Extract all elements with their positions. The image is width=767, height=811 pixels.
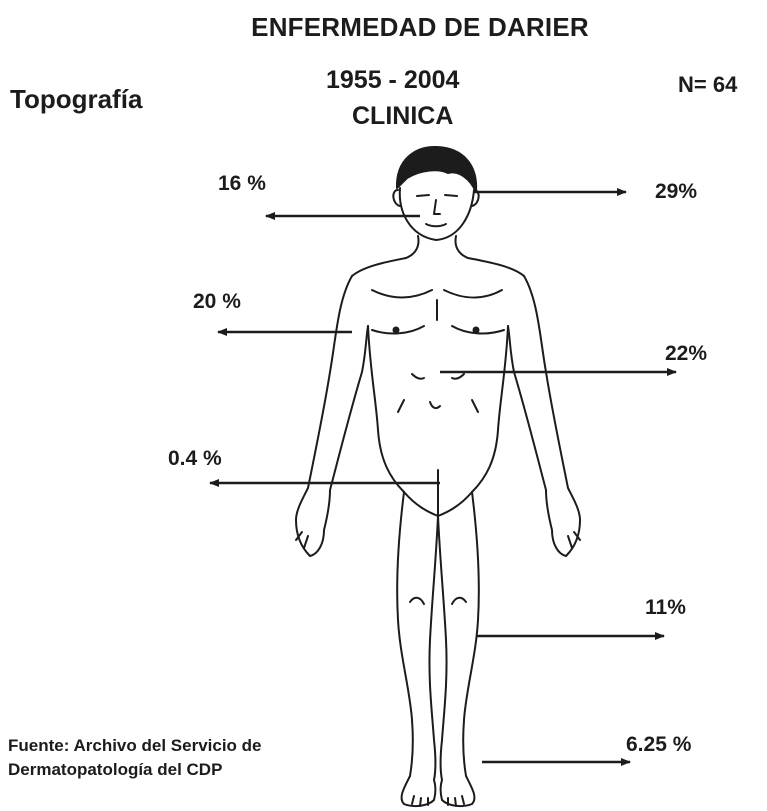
arrows — [210, 192, 676, 762]
left-arm — [296, 276, 368, 556]
left-foot — [402, 776, 436, 806]
shoulders — [352, 258, 406, 276]
left-leg — [397, 492, 413, 776]
hair — [397, 147, 476, 192]
right-leg — [463, 492, 479, 776]
right-foot — [441, 776, 475, 806]
human-figure — [296, 147, 580, 806]
neck — [406, 236, 419, 258]
chest — [372, 290, 432, 298]
right-arm — [508, 276, 580, 556]
